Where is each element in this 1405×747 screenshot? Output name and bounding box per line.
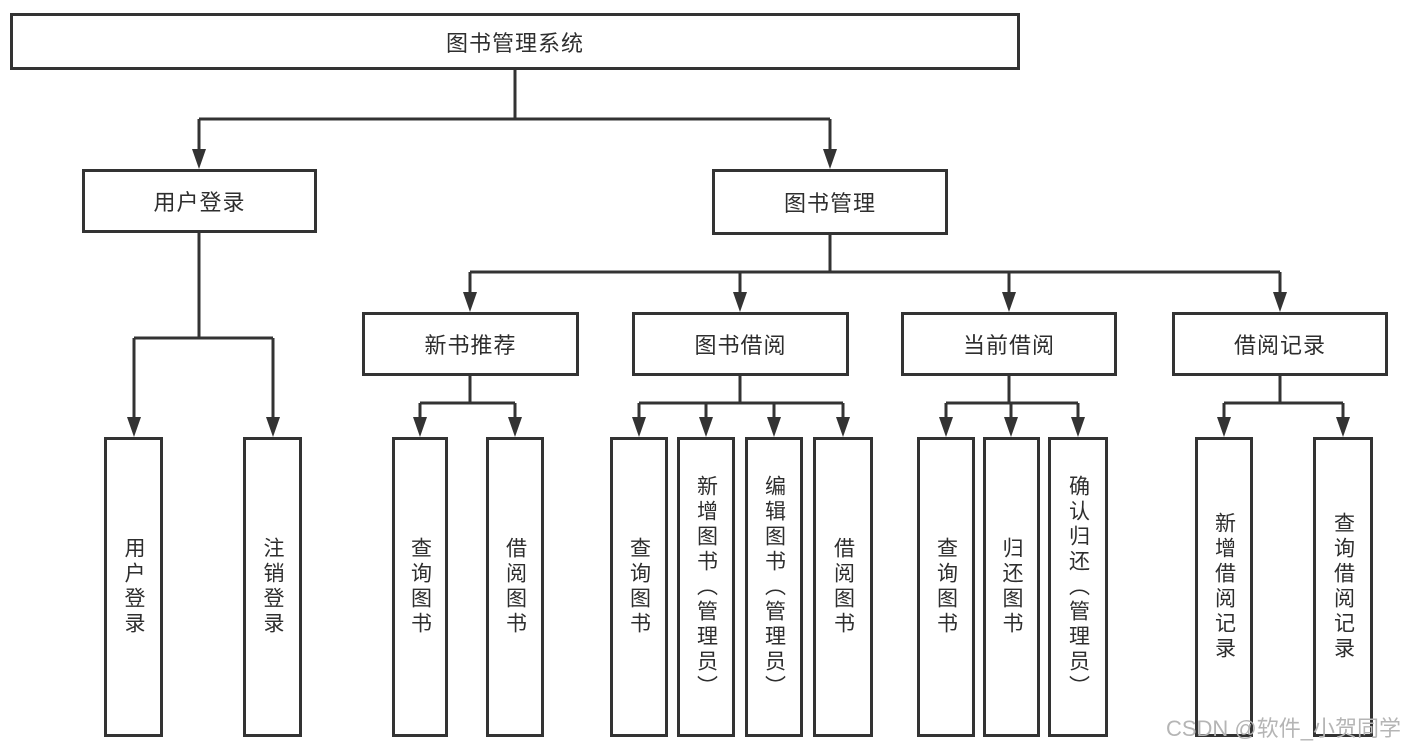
- node-leaf-add-book-admin: 新增图书（管理员）: [677, 437, 735, 737]
- arrowhead-icon: [1071, 417, 1085, 437]
- arrowhead-icon: [192, 149, 206, 169]
- node-leaf-query-book-2: 查询图书: [610, 437, 668, 737]
- node-leaf-query-borrow-record: 查询借阅记录: [1313, 437, 1373, 737]
- arrowhead-icon: [699, 417, 713, 437]
- arrowhead-icon: [508, 417, 522, 437]
- node-root-system: 图书管理系统: [10, 13, 1020, 70]
- arrowheads: [127, 149, 1350, 437]
- node-leaf-add-borrow-record: 新增借阅记录: [1195, 437, 1253, 737]
- watermark-text: CSDN @软件_小贺同学: [1165, 716, 1401, 741]
- node-new-book-recommend: 新书推荐: [362, 312, 579, 376]
- arrowhead-icon: [939, 417, 953, 437]
- arrowhead-icon: [632, 417, 646, 437]
- node-leaf-borrow-book-2: 借阅图书: [813, 437, 873, 737]
- arrowhead-icon: [127, 417, 141, 437]
- arrowhead-icon: [1273, 292, 1287, 312]
- arrowhead-icon: [767, 417, 781, 437]
- arrowhead-icon: [823, 149, 837, 169]
- connector-strokes: [132, 70, 1345, 419]
- node-leaf-return-book: 归还图书: [983, 437, 1040, 737]
- arrowhead-icon: [1004, 417, 1018, 437]
- node-leaf-logout: 注销登录: [243, 437, 302, 737]
- node-book-management: 图书管理: [712, 169, 948, 235]
- arrowhead-icon: [463, 292, 477, 312]
- arrowhead-icon: [266, 417, 280, 437]
- arrowhead-icon: [1002, 292, 1016, 312]
- arrowhead-icon: [413, 417, 427, 437]
- node-leaf-query-book-3: 查询图书: [917, 437, 975, 737]
- arrowhead-icon: [733, 292, 747, 312]
- node-leaf-edit-book-admin: 编辑图书（管理员）: [745, 437, 803, 737]
- node-leaf-user-login: 用户登录: [104, 437, 163, 737]
- node-borrow-record: 借阅记录: [1172, 312, 1388, 376]
- arrowhead-icon: [836, 417, 850, 437]
- node-user-login: 用户登录: [82, 169, 317, 233]
- arrowhead-icon: [1217, 417, 1231, 437]
- node-leaf-query-book-1: 查询图书: [392, 437, 448, 737]
- arrowhead-icon: [1336, 417, 1350, 437]
- node-current-borrow: 当前借阅: [901, 312, 1117, 376]
- node-book-borrow: 图书借阅: [632, 312, 849, 376]
- node-leaf-borrow-book-1: 借阅图书: [486, 437, 544, 737]
- node-leaf-confirm-return-admin: 确认归还（管理员）: [1048, 437, 1108, 737]
